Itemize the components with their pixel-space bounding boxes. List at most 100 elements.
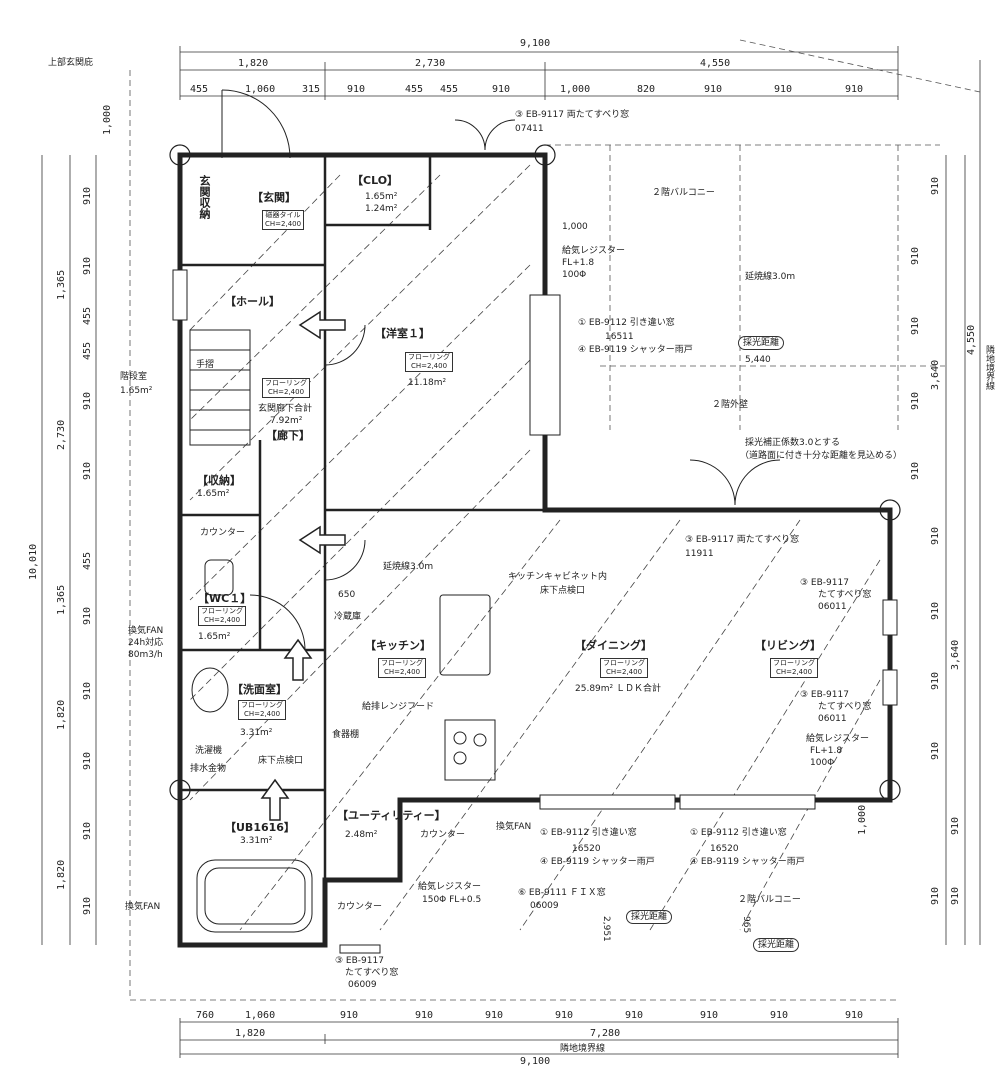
- clo-area1: 1.65m²: [365, 192, 398, 202]
- win-r1-b: たてすべり窓: [818, 590, 872, 600]
- dim-top-row3-1: 455: [190, 84, 209, 95]
- hall-label: 【ホール】: [225, 295, 280, 308]
- win-b1-a: ① EB-9112 引き違い窓: [540, 828, 637, 838]
- arrows: [260, 310, 346, 821]
- fan1-24h: 24h対応: [128, 638, 164, 648]
- inner-walls: [180, 155, 545, 945]
- win-r2: ③ EB-9117: [800, 690, 849, 700]
- counter-label: カウンター: [200, 528, 246, 538]
- corridor-area: 7.92m²: [270, 416, 303, 426]
- washer-label: 洗濯機: [195, 746, 223, 756]
- dim-top-row3-9: 820: [637, 84, 656, 95]
- ub-label: 【UB1616】: [225, 821, 295, 834]
- win-ub: ③ EB-9117: [335, 956, 384, 966]
- dim-right-row1-4: 910: [910, 391, 921, 410]
- win-fix-code: 06009: [530, 901, 559, 911]
- finish-flooring: フローリング: [201, 607, 243, 615]
- dim-650: 650: [338, 590, 356, 600]
- vent1-dia: 100Φ: [562, 270, 587, 280]
- upper-entrance-note: 上部玄関庇: [48, 58, 94, 68]
- living-label: 【リビング】: [755, 639, 821, 652]
- finish-ch: CH=2,400: [203, 616, 241, 624]
- finish-ch: CH=2,400: [410, 362, 448, 370]
- dim-top-row3-12: 910: [845, 84, 864, 95]
- win-b2-b: ④ EB-9119 シャッター雨戸: [690, 857, 805, 867]
- dim-top-row3-6: 455: [440, 84, 459, 95]
- dim-left-row3-9: 910: [82, 681, 93, 700]
- win-r1: ③ EB-9117: [800, 578, 849, 588]
- win-ub-b: たてすべり窓: [345, 968, 399, 978]
- clo-label: 【CLO】: [352, 174, 399, 187]
- dim-left-row3-4: 455: [82, 341, 93, 360]
- light-dist-badge: 採光距離: [738, 336, 785, 350]
- light-dist-b1: 採光距離: [626, 910, 673, 924]
- fan3-label: 換気FAN: [496, 822, 532, 832]
- kitchen-cab-1: キッチンキャビネット内: [508, 572, 608, 582]
- dim-left-entry: 1,000: [102, 104, 113, 135]
- finish-ch: CH=2,400: [243, 710, 281, 718]
- finish-ch: CH=2,400: [267, 388, 305, 396]
- dim-right-row2-1: 3,640: [930, 359, 941, 390]
- dim-top-row2-2: 2,730: [415, 58, 446, 69]
- finish-ch: CH=2,400: [383, 668, 421, 676]
- dim-top-row2-1: 1,820: [238, 58, 269, 69]
- dim-right-row1-8: 910: [930, 671, 941, 690]
- stairs-label: 階段室: [120, 372, 148, 382]
- light-coef-1: 採光補正係数3.0とする: [745, 438, 841, 448]
- fridge-label: 冷蔵庫: [334, 612, 362, 622]
- dim-right-row1-9: 910: [930, 741, 941, 760]
- win-b2-code: 16520: [710, 844, 739, 854]
- finish-ch: CH=2,400: [265, 220, 302, 228]
- dim-top-row3-4: 910: [347, 84, 366, 95]
- finish-flooring: フローリング: [603, 659, 645, 667]
- dim-bottom-row1-3: 910: [340, 1010, 359, 1021]
- utility-label: 【ユーティリティー】: [337, 809, 446, 822]
- win-b1-b: ④ EB-9119 シャッター雨戸: [540, 857, 655, 867]
- finish-flooring: フローリング: [241, 701, 283, 709]
- dim-left-row3-10: 910: [82, 751, 93, 770]
- kitchen-cab-2: 床下点検口: [540, 586, 586, 596]
- handrail-label: 手摺: [196, 360, 215, 370]
- counter3-label: カウンター: [337, 902, 383, 912]
- wc-area: 1.65m²: [198, 632, 231, 642]
- fan2-label: 換気FAN: [125, 902, 161, 912]
- dim-top-row3-10: 910: [704, 84, 723, 95]
- dim-left-row2-5: 1,820: [56, 859, 67, 890]
- washroom-area: 3.31m²: [240, 728, 273, 738]
- storage-area: 1.65m²: [197, 489, 230, 499]
- finish-flooring: フローリング: [265, 379, 307, 387]
- storage-label: 【収納】: [197, 474, 241, 487]
- right-boundary-label: 隣地境界線: [984, 345, 994, 390]
- win-r2-code: 06011: [818, 714, 847, 724]
- vent1-note: 給気レジスター: [562, 246, 626, 256]
- dim-right-row1-5: 910: [910, 461, 921, 480]
- wc-label: 【WC１】: [198, 592, 252, 605]
- win-top-code: 07411: [515, 124, 544, 134]
- dim-top-row2-3: 4,550: [700, 58, 731, 69]
- dim-left-row3-7: 455: [82, 551, 93, 570]
- kitchen-label: 【キッチン】: [365, 639, 431, 652]
- win-r1-code: 06011: [818, 602, 847, 612]
- win-w1-b: ④ EB-9119 シャッター雨戸: [578, 345, 693, 355]
- dim-left-row3-6: 910: [82, 461, 93, 480]
- dim-left-row3-3: 455: [82, 306, 93, 325]
- vent2-dia: 100Φ: [810, 758, 835, 768]
- dim-right-row1-1: 910: [930, 176, 941, 195]
- dim-bottom-row1-8: 910: [700, 1010, 719, 1021]
- finish-flooring: フローリング: [408, 353, 450, 361]
- dim-bottom-row2-1: 1,820: [235, 1028, 266, 1039]
- dim-top-row3-5: 455: [405, 84, 424, 95]
- fan1-label: 換気FAN: [128, 626, 164, 636]
- dim-2951: 2,951: [601, 916, 611, 942]
- dining-label: 【ダイニング】: [575, 639, 652, 652]
- dim-bottom-row1-9: 910: [770, 1010, 789, 1021]
- columns: [169, 144, 901, 801]
